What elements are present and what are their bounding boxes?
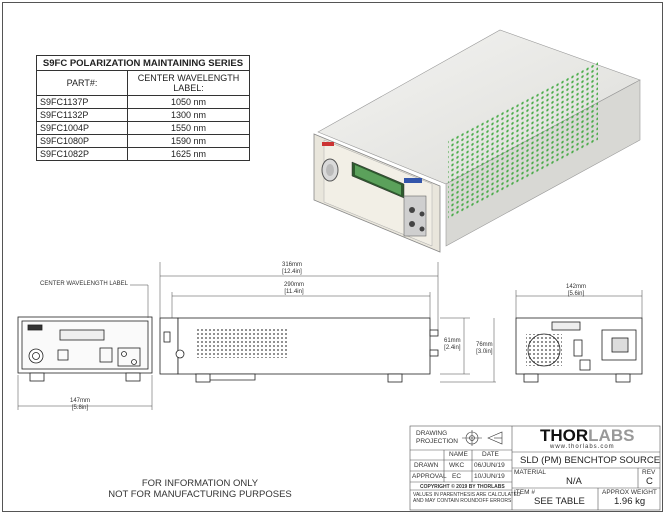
callout-line [130,284,149,318]
approval-date: 10/JUN/19 [474,473,505,480]
center-wavelength-callout: CENTER WAVELENGTH LABEL [40,281,129,287]
rear-width-dim [515,290,643,318]
drawn-name: WKC [449,462,465,469]
side-dims [159,262,496,383]
weight-header: APPROX WEIGHT [602,489,657,496]
item-value: SEE TABLE [534,496,585,507]
side-view [159,317,439,383]
dim-body-height: 61mm[2.4in] [444,338,461,351]
dim-front-width: 147mm[5.8in] [70,398,91,411]
product-title: SLD (PM) BENCHTOP SOURCE [520,455,661,466]
thorlabs-logo: THORLABS [540,426,635,445]
rev-header: REV [642,469,656,476]
approval-name: EC [452,473,462,480]
item-header: ITEM # [514,489,535,496]
weight-value: 1.96 kg [614,496,646,507]
title-block-grid [409,425,661,511]
approval-label: APPROVAL [412,473,447,480]
dim-total-height: 76mm[3.0in] [476,342,493,355]
device-3d-view [313,29,641,253]
drawing-border [2,2,663,512]
copyright: COPYRIGHT © 2019 BY THORLABS [420,484,505,490]
dim-rear-width: 142mm[5.6in] [566,284,587,297]
website: www.thorlabs.com [550,444,615,450]
dim-total-length: 316mm[12.4in] [282,262,303,275]
drawn-date: 06/JUN/19 [474,462,505,469]
front-width-dim [17,375,153,410]
rear-view [515,317,643,383]
front-view [17,316,153,382]
dim-body-length: 290mm[11.4in] [284,282,305,295]
material-value: N/A [566,476,582,487]
projection-symbol-icon [462,430,503,446]
part-table: S9FC POLARIZATION MAINTAINING SERIES PAR… [36,55,250,161]
name-header: NAME [449,451,468,458]
rev-value: C [646,476,653,487]
material-header: MATERIAL [514,469,547,476]
date-header: DATE [482,451,499,458]
drawn-label: DRAWN [414,462,439,469]
